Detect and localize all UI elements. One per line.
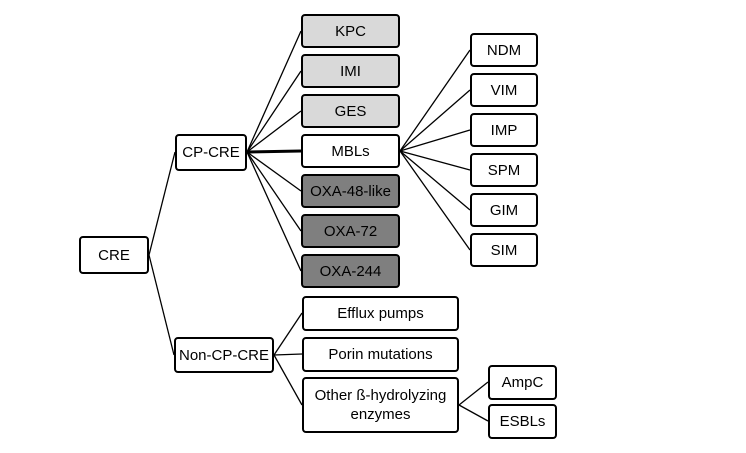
node-imi: IMI — [301, 54, 400, 88]
node-gim: GIM — [470, 193, 538, 227]
node-esbls: ESBLs — [488, 404, 557, 439]
edge-cre-cpcre — [148, 151, 176, 256]
node-other-text: Other ß-hydrolyzing enzymes — [315, 386, 447, 424]
node-oxa-244: OXA-244 — [301, 254, 400, 288]
node-other-hydrolyzing-enzymes: Other ß-hydrolyzing enzymes — [302, 377, 459, 433]
edge-mbls-gim — [399, 150, 471, 211]
node-imp: IMP — [470, 113, 538, 147]
node-sim: SIM — [470, 233, 538, 267]
node-porin-mutations: Porin mutations — [302, 337, 459, 372]
edge-other-esbls — [458, 404, 489, 422]
node-cp-cre: CP-CRE — [175, 134, 247, 171]
edge-mbls-spm — [399, 150, 471, 171]
node-oxa-48-like-label: OXA-48-like — [310, 182, 391, 200]
node-other-label-line1: Other ß-hydrolyzing — [314, 387, 447, 404]
edge-cpcre-mbls — [246, 149, 302, 154]
node-non-cp-cre-label: Non-CP-CRE — [178, 346, 269, 364]
node-cre-label: CRE — [98, 246, 130, 264]
node-efflux-pumps-label: Efflux pumps — [337, 305, 424, 322]
node-vim-label: VIM — [490, 81, 518, 99]
edge-noncp-porin — [273, 353, 303, 356]
edge-mbls-sim — [399, 150, 471, 251]
node-imp-label: IMP — [490, 121, 518, 139]
edge-cre-noncpcre — [148, 254, 175, 356]
node-ges-label: GES — [334, 102, 367, 120]
edge-noncp-other — [273, 354, 303, 406]
node-ndm-label: NDM — [486, 41, 522, 59]
node-imi-label: IMI — [340, 62, 361, 80]
node-gim-label: GIM — [489, 201, 519, 219]
node-oxa-48-like: OXA-48-like — [301, 174, 400, 208]
node-kpc-label: KPC — [335, 22, 366, 40]
edge-cpcre-kpc — [246, 30, 302, 153]
node-cp-cre-label: CP-CRE — [182, 144, 240, 161]
node-ges: GES — [301, 94, 400, 128]
edge-mbls-imp — [399, 129, 471, 152]
node-spm: SPM — [470, 153, 538, 187]
edge-cpcre-oxa244 — [246, 151, 302, 272]
node-porin-mutations-label: Porin mutations — [328, 346, 433, 363]
node-other-label-line2: enzymes — [350, 406, 411, 423]
node-efflux-pumps: Efflux pumps — [302, 296, 459, 331]
edge-other-ampc — [458, 381, 489, 406]
edge-cpcre-ges — [246, 110, 302, 153]
node-ampc-label: AmpC — [501, 374, 544, 391]
edge-cpcre-imi — [246, 70, 302, 153]
edge-cpcre-oxa72 — [246, 151, 302, 232]
node-spm-label: SPM — [487, 161, 521, 179]
node-ndm: NDM — [470, 33, 538, 67]
node-ampc: AmpC — [488, 365, 557, 400]
edge-mbls-ndm — [399, 49, 471, 152]
node-oxa-244-label: OXA-244 — [319, 262, 382, 280]
node-sim-label: SIM — [490, 241, 518, 259]
edge-noncp-efflux — [273, 312, 303, 356]
node-mbls-label: MBLs — [331, 142, 370, 160]
node-kpc: KPC — [301, 14, 400, 48]
node-vim: VIM — [470, 73, 538, 107]
node-mbls: MBLs — [301, 134, 400, 168]
node-non-cp-cre: Non-CP-CRE — [174, 337, 274, 373]
edge-mbls-vim — [399, 89, 471, 152]
node-oxa-72: OXA-72 — [301, 214, 400, 248]
node-oxa-72-label: OXA-72 — [323, 222, 378, 240]
node-esbls-label: ESBLs — [499, 413, 546, 430]
node-cre: CRE — [79, 236, 149, 274]
edge-cpcre-oxa48 — [246, 151, 302, 192]
